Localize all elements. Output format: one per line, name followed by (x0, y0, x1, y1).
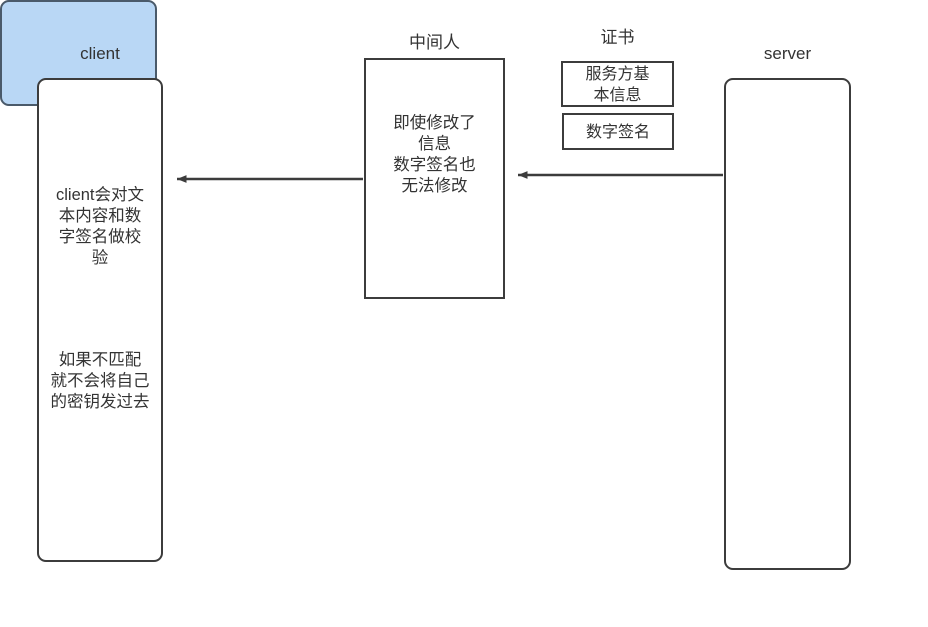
certificate-subject-info-box: 服务方基本信息 (561, 61, 674, 107)
client-mismatch-text: 如果不匹配就不会将自己的密钥发过去 (50, 351, 150, 411)
server-node-label: server (763, 44, 812, 63)
middleman-body-text: 即使修改了信息数字签名也无法修改 (393, 114, 476, 195)
client-verify-text: client会对文本内容和数字签名做校验 (55, 186, 145, 267)
certificate-subject-info-text: 服务方基本信息 (585, 66, 650, 104)
certificate-node-label: 证书 (600, 28, 635, 47)
middleman-node-box: 即使修改了信息数字签名也无法修改 (364, 58, 505, 299)
certificate-node-box: 服务方基本信息 数字签名 (0, 0, 674, 150)
client-node-box: client会对文本内容和数字签名做校验 如果不匹配就不会将自己的密钥发过去 (37, 78, 163, 562)
server-node-box (724, 78, 851, 570)
certificate-digital-signature-text: 数字签名 (585, 124, 650, 141)
client-node-label: client (80, 44, 120, 63)
middleman-node-label: 中间人 (409, 33, 460, 52)
certificate-digital-signature-box: 数字签名 (562, 113, 674, 150)
